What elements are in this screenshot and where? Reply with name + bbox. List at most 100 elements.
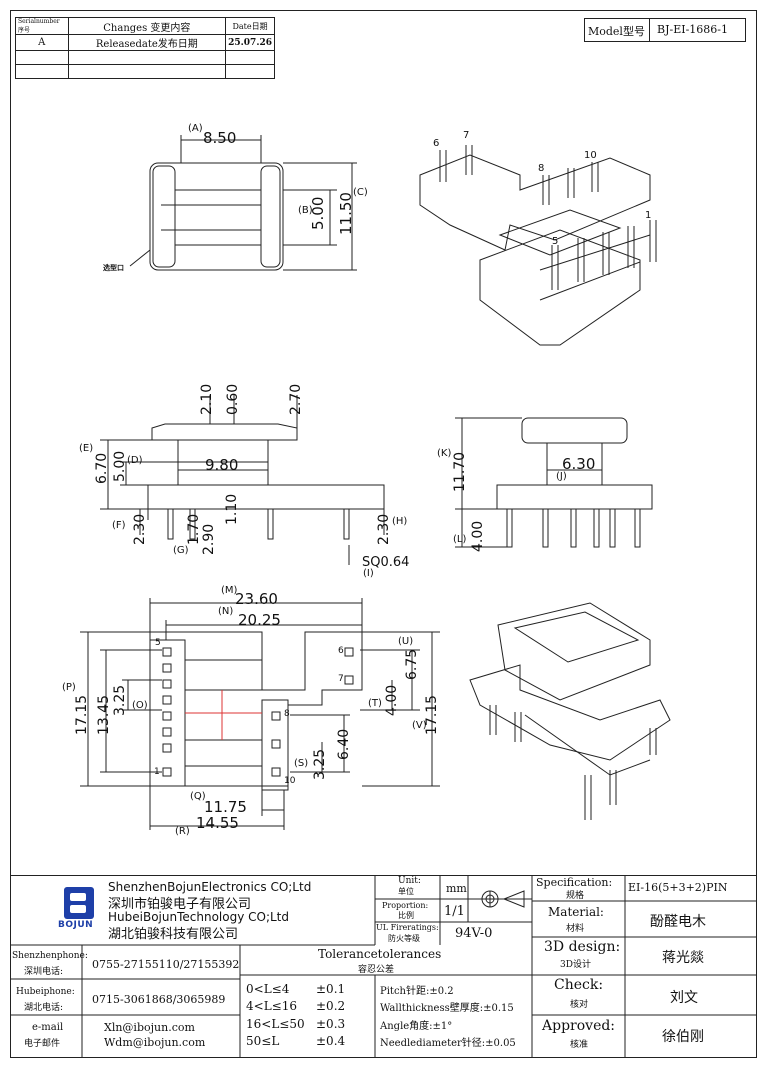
- material-label-cn: 材料: [566, 924, 585, 934]
- model-label: Model型号: [588, 25, 645, 38]
- iso-view-top: [419, 145, 657, 346]
- hb-phone: 0715-3061868/3065989: [92, 993, 226, 1006]
- dim-13-45: 13.45: [96, 694, 112, 735]
- front-view: [100, 395, 385, 565]
- dim-f-tag: (F): [112, 520, 126, 531]
- tolerance-range: 16<L≤50: [246, 1017, 305, 1031]
- email-2: Wdm@ibojun.com: [104, 1036, 206, 1049]
- model-box: Model型号 BJ-EI-1686-1: [584, 18, 746, 42]
- company-en-1: ShenzhenBojunElectronics CO;Ltd: [108, 880, 312, 894]
- tolerance-value: ±0.2: [316, 999, 346, 1013]
- check-value: 刘文: [670, 990, 698, 1006]
- dim-p-tag: (P): [62, 682, 76, 693]
- material-label: Material:: [548, 905, 604, 919]
- dim-c-tag: (C): [353, 187, 368, 198]
- dim-4-00b: 4.00: [384, 684, 400, 716]
- tolerance-value: ±0.1: [316, 982, 346, 996]
- dim-k-tag: (K): [437, 448, 452, 459]
- spec-label: Specification:: [536, 876, 613, 889]
- check-label-cn: 核对: [570, 1000, 589, 1010]
- dim-2-70: 2.70: [288, 383, 304, 415]
- dim-s-tag: (S): [294, 758, 309, 769]
- tolerance-range: 0<L≤4: [246, 982, 290, 996]
- approved-value: 徐伯刚: [662, 1029, 704, 1045]
- hb-phone-label-cn: 湖北电话:: [24, 1003, 64, 1013]
- tolerance-title: Tolerancetolerances: [318, 947, 442, 961]
- pin-label: 5: [155, 638, 161, 648]
- dim-d-tag: (D): [127, 455, 143, 466]
- company-cn-1: 深圳市铂骏电子有限公司: [108, 897, 252, 912]
- dim-q-tag: (Q): [190, 791, 206, 802]
- tolerance-value: ±0.3: [316, 1017, 346, 1031]
- unit-label-cn: 单位: [398, 887, 414, 896]
- engineering-drawing: [80, 135, 671, 830]
- dim-1-10: 1.10: [224, 493, 240, 525]
- dim-b: 5.00: [309, 196, 327, 230]
- side-view: [455, 417, 653, 548]
- dim-o-tag: (O): [132, 700, 148, 711]
- pin-label: 1: [154, 767, 160, 777]
- tolerance-note: Angle角度:±1°: [380, 1021, 453, 1032]
- dim-14-55: 14.55: [196, 814, 239, 832]
- dim-t-tag: (T): [368, 698, 382, 709]
- logo-text: BOJUN: [58, 920, 94, 930]
- tolerance-note: Wallthickness壁厚度:±0.15: [380, 1003, 514, 1014]
- dim-a: 8.50: [203, 129, 237, 147]
- design-label-cn: 3D设计: [560, 960, 591, 970]
- pin-label: 5: [552, 236, 559, 247]
- dim-i-tag: (I): [363, 568, 374, 579]
- pin-label: 8: [538, 163, 545, 174]
- pin-label: 1: [645, 210, 652, 221]
- dim-6-70: 6.70: [94, 452, 110, 484]
- dim-6-75: 6.75: [404, 648, 420, 680]
- pin-label: 10: [284, 776, 296, 786]
- unit-value: mm: [446, 882, 467, 895]
- proportion-value: 1/1: [444, 904, 465, 919]
- dim-2-90: 2.90: [201, 523, 217, 555]
- title-block: BOJUN ShenzhenBojunElectronics CO;Ltd 深圳…: [10, 875, 757, 1058]
- bojun-logo: BOJUN: [58, 887, 100, 933]
- dim-6-40: 6.40: [336, 728, 352, 760]
- dim-4-00: 4.00: [470, 520, 486, 552]
- sz-phone-label-cn: 深圳电话:: [24, 967, 64, 977]
- revision-row: [15, 50, 275, 65]
- proportion-label: Proportion:: [382, 901, 429, 910]
- dim-11-70: 11.70: [452, 451, 468, 492]
- ul-label-cn: 防火等级: [388, 934, 420, 943]
- dim-j-tag: (J): [556, 471, 567, 482]
- dim-m-tag: (M): [221, 585, 238, 596]
- dim-5-00: 5.00: [112, 450, 128, 482]
- pin-label: 10: [584, 150, 597, 161]
- pin-label: 7: [463, 130, 470, 141]
- top-view: [129, 135, 357, 271]
- dim-2-30a: 2.30: [132, 513, 148, 545]
- dim-20-25: 20.25: [238, 611, 281, 629]
- ul-value: 94V-0: [455, 926, 493, 941]
- pin-label: 7: [338, 674, 344, 684]
- revision-header-row: Serialnumber序号 Changes 变更内容 Date日期: [15, 17, 275, 35]
- dim-l-tag: (L): [453, 534, 467, 545]
- ul-label: UL Fireratings:: [376, 923, 439, 932]
- model-value: BJ-EI-1686-1: [657, 23, 729, 36]
- email-1: Xln@ibojun.com: [104, 1021, 195, 1034]
- sz-phone-label: Shenzhenphone:: [12, 951, 88, 961]
- dim-v-tag: (V): [412, 720, 427, 731]
- revision-table: Serialnumber序号 Changes 变更内容 Date日期 A Rel…: [15, 17, 275, 79]
- tolerance-range: 50≤L: [246, 1034, 280, 1048]
- pin-label: 8: [284, 709, 290, 719]
- dim-e-tag: (E): [79, 443, 94, 454]
- spec-label-cn: 规格: [566, 891, 585, 901]
- dim-h-tag: (H): [392, 516, 408, 527]
- dim-g-tag: (G): [173, 545, 189, 556]
- sz-phone: 0755-27155110/27155392: [92, 958, 240, 971]
- bottom-view: [80, 598, 440, 830]
- dim-n-tag: (N): [218, 606, 234, 617]
- company-cn-2: 湖北铂骏科技有限公司: [108, 927, 239, 942]
- dim-6-30: 6.30: [562, 455, 596, 473]
- dim-1-70: 1.70: [186, 513, 202, 545]
- email-label-cn: 电子邮件: [24, 1039, 61, 1049]
- dim-9-80: 9.80: [205, 456, 239, 474]
- tolerance-note: Needlediameter针径:±0.05: [380, 1038, 516, 1049]
- dim-a-tag: (A): [188, 123, 203, 134]
- top-view-note: 选型口: [103, 264, 124, 272]
